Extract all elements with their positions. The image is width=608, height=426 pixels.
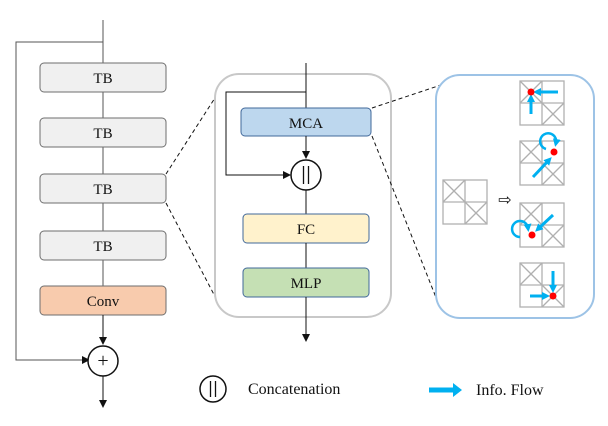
legend: Concatenation Info. Flow: [199, 375, 544, 403]
focus-point: [549, 292, 557, 300]
tb-block-2-label: TB: [93, 126, 112, 142]
focus-point: [528, 231, 536, 239]
tb-block-2[interactable]: TB: [39, 117, 167, 148]
left-stack: TB TB TB TB Conv +: [15, 20, 167, 408]
zoom-connector-bottom: [165, 202, 221, 307]
tb-block-1-label: TB: [93, 71, 112, 87]
mca-connector-bottom: [371, 135, 438, 301]
focus-point: [550, 148, 558, 156]
shift-grid-3: [510, 202, 565, 248]
tb-block-4-label: TB: [93, 239, 112, 255]
concat-legend-label: Concatenation: [248, 381, 340, 398]
legend-concat: Concatenation: [199, 375, 340, 403]
mlp-block-label: MLP: [291, 276, 322, 292]
tb-block-3[interactable]: TB: [39, 173, 167, 204]
sum-node: +: [87, 345, 119, 377]
tb-block-3-label: TB: [93, 182, 112, 198]
tb-block-1[interactable]: TB: [39, 62, 167, 93]
conv-block-label: Conv: [87, 294, 120, 310]
mca-block-label: MCA: [289, 116, 323, 132]
focus-point: [527, 88, 535, 96]
mca-detail-panel: ⇨: [435, 74, 595, 319]
mca-connector-top: [371, 84, 442, 109]
shift-grid-1: [519, 80, 565, 126]
mca-block[interactable]: MCA: [240, 107, 372, 137]
tb-block-4[interactable]: TB: [39, 230, 167, 261]
input-grid: [442, 179, 488, 225]
conv-block[interactable]: Conv: [39, 285, 167, 316]
zoom-connector-top: [165, 86, 223, 175]
info-flow-legend-label: Info. Flow: [476, 382, 544, 399]
flow-arrow-icon: [535, 213, 555, 232]
concat-node: [290, 159, 322, 191]
fc-block-label: FC: [297, 222, 315, 238]
concat-legend-icon: [199, 375, 227, 403]
mlp-block[interactable]: MLP: [242, 267, 370, 298]
self-loop-icon: [510, 219, 532, 239]
tb-skip-line: [225, 91, 306, 179]
flow-arrow-icon: [531, 157, 552, 179]
tb-detail-panel: MCA FC MLP: [214, 63, 392, 342]
implies-arrow-icon: ⇨: [498, 190, 511, 209]
self-loop-icon: [539, 132, 561, 151]
shift-grid-2: [519, 132, 565, 186]
legend-flow: Info. Flow: [429, 382, 544, 399]
shift-grid-4: [519, 262, 565, 308]
skip-connection-line: [15, 41, 103, 364]
fc-block[interactable]: FC: [242, 213, 370, 244]
sum-symbol: +: [97, 350, 108, 372]
concat-circle: [290, 159, 322, 191]
